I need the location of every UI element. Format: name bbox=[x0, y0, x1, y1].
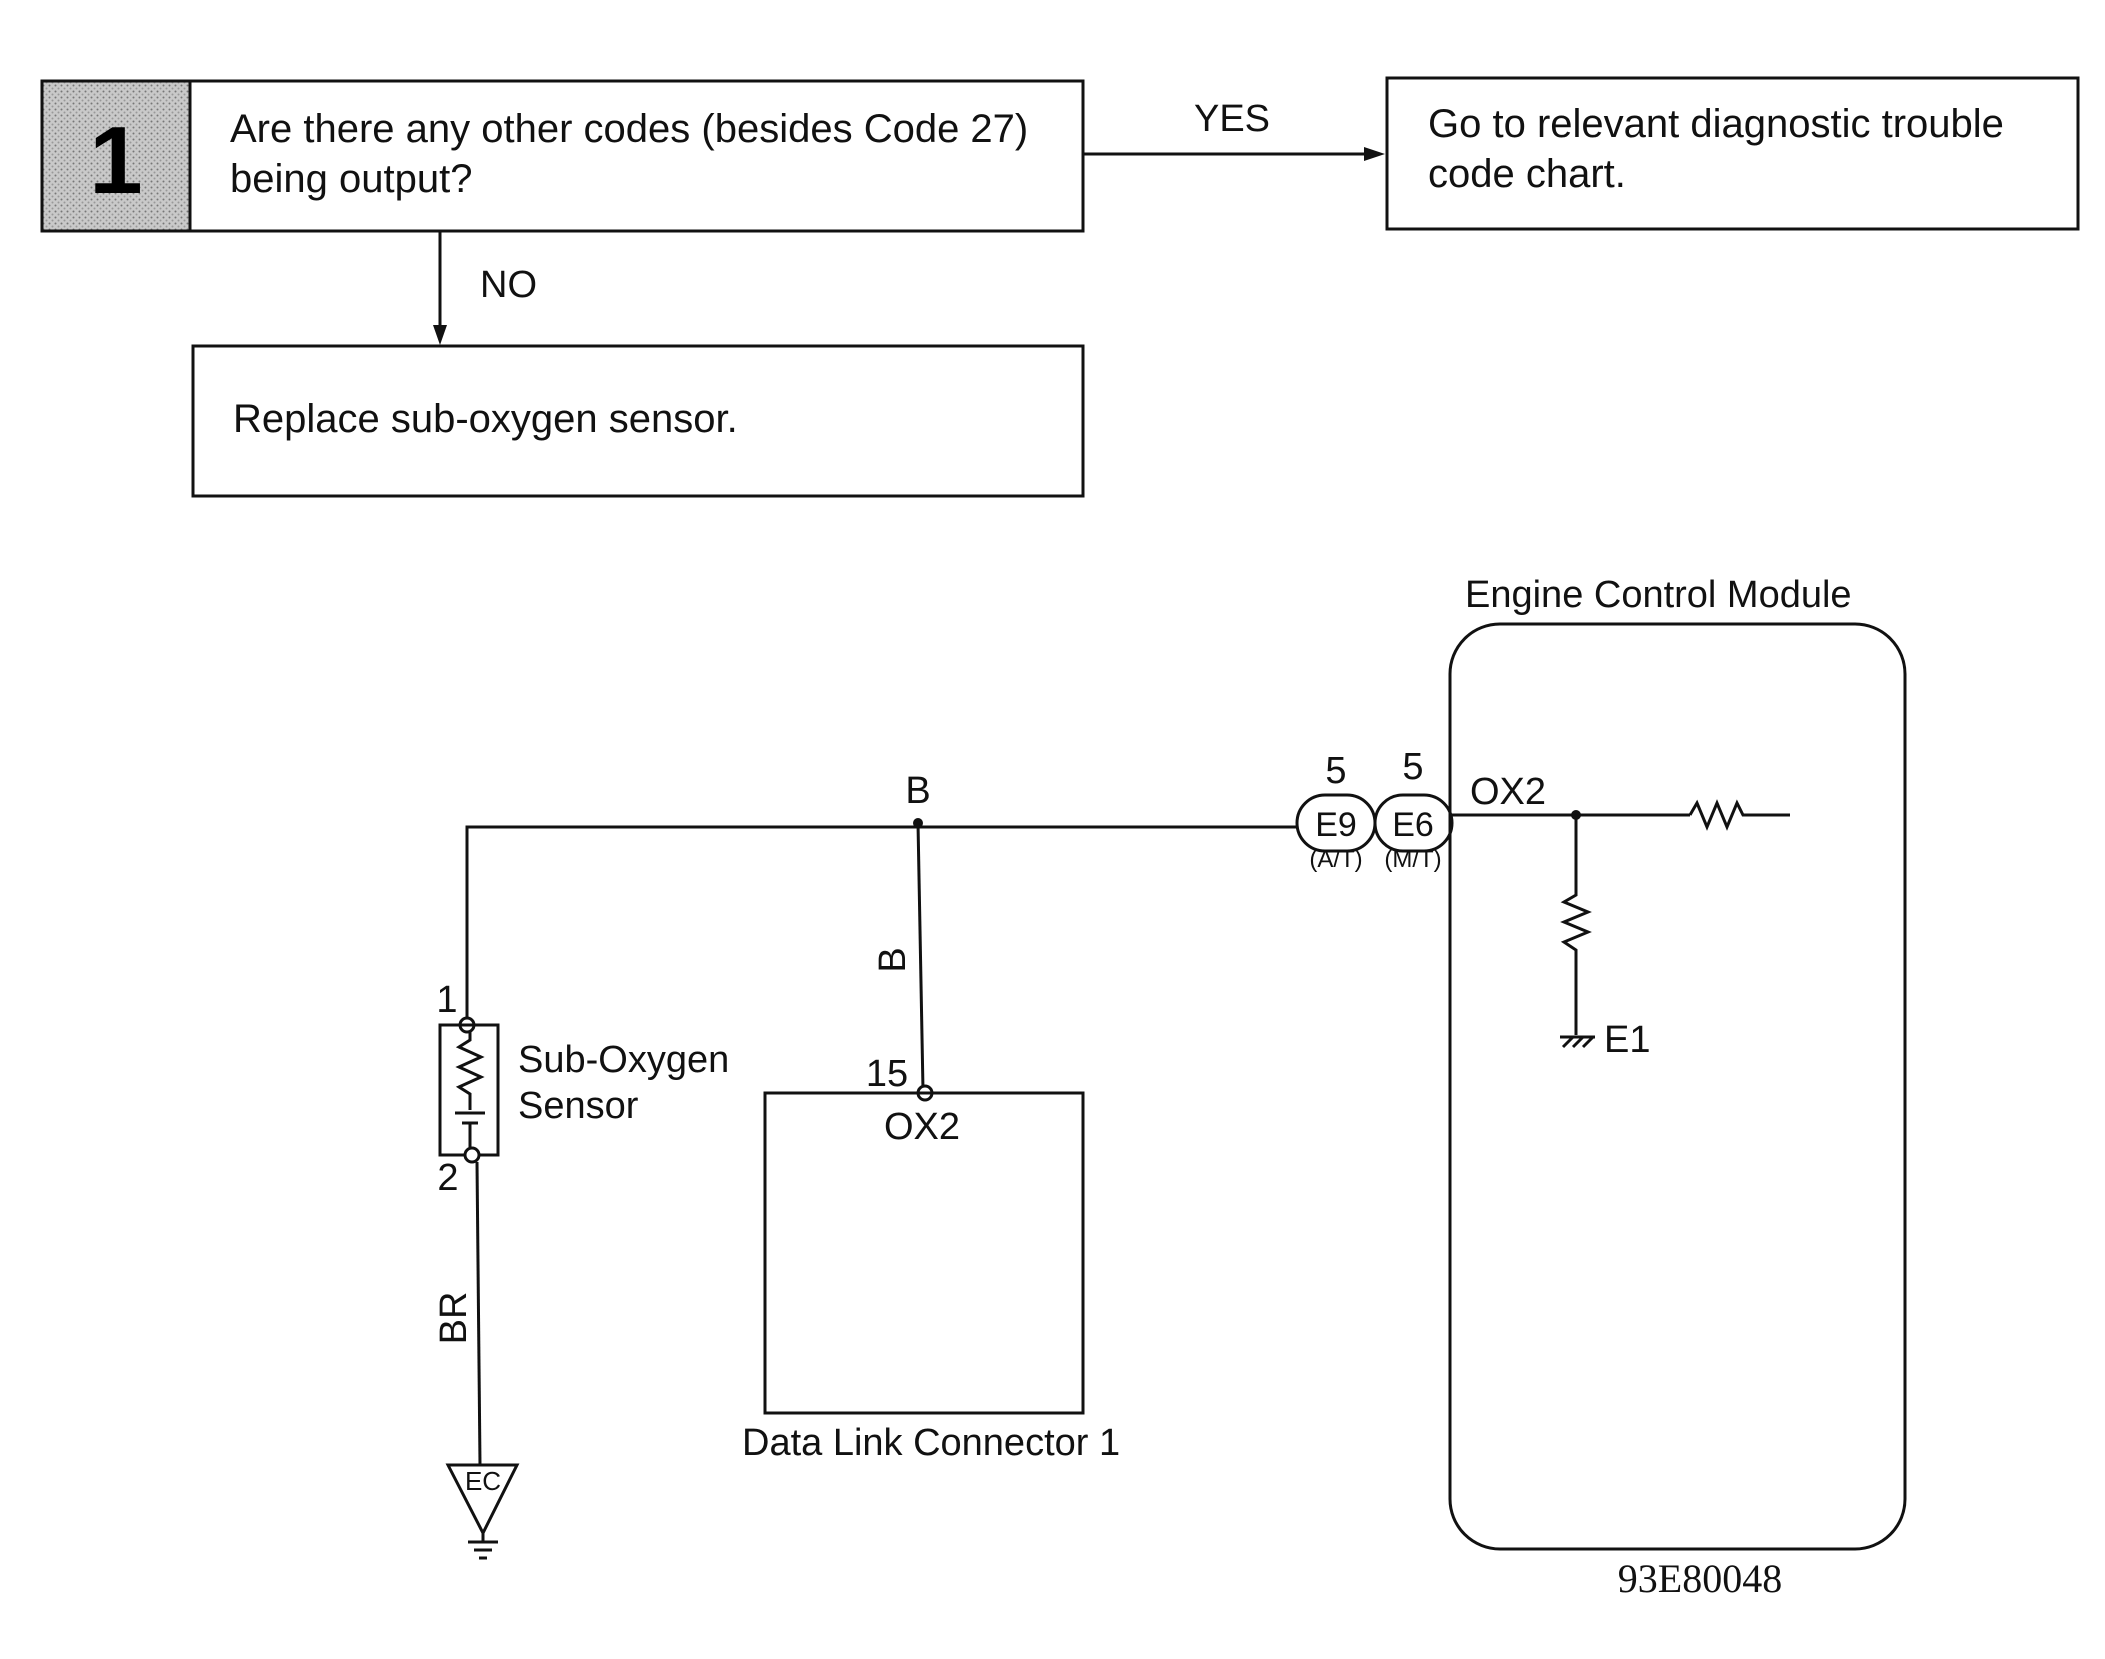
wire-br bbox=[475, 1161, 482, 1466]
wire-b-to-dlc bbox=[916, 822, 925, 1091]
sensor-name-line-2: Sensor bbox=[518, 1085, 639, 1127]
question-box bbox=[188, 79, 1085, 233]
step-number: 1 bbox=[89, 107, 142, 214]
no-result-text: Replace sub-oxygen sensor. bbox=[233, 397, 738, 441]
yes-label: YES bbox=[1194, 98, 1270, 140]
sensor-pin-2-label: 2 bbox=[437, 1157, 458, 1199]
ecm-pullup-resistor bbox=[1688, 799, 1790, 831]
no-result-box bbox=[191, 344, 1085, 498]
yes-arrowhead bbox=[1364, 147, 1385, 161]
sensor-heater-resistor bbox=[455, 1032, 485, 1110]
yes-result-line-1: Go to relevant diagnostic trouble bbox=[1428, 102, 2004, 146]
figure-code: 93E80048 bbox=[1618, 1556, 1782, 1601]
question-line-2: being output? bbox=[230, 157, 472, 201]
step-number-cell bbox=[40, 79, 192, 233]
sensor-pin-1-label: 1 bbox=[436, 979, 457, 1021]
ecm-vertical-resistor bbox=[1560, 815, 1592, 1035]
variant-at: (A/T) bbox=[1309, 846, 1362, 873]
dlc-pin-label: 15 bbox=[866, 1053, 908, 1095]
ecm-ground-label: E1 bbox=[1604, 1019, 1650, 1061]
ecm-title: Engine Control Module bbox=[1465, 574, 1852, 616]
wire-b-junction-label: B bbox=[905, 770, 930, 812]
dlc-terminal-label: OX2 bbox=[884, 1106, 960, 1148]
pin-e6: 5 bbox=[1402, 746, 1423, 788]
flowchart: 1 Are there any other codes (besides Cod… bbox=[40, 76, 2080, 498]
ground-ec-label: EC bbox=[465, 1466, 501, 1496]
ecm-ground-hatch bbox=[1581, 1035, 1595, 1049]
ecm-terminal-label: OX2 bbox=[1470, 771, 1546, 813]
connector-e6 bbox=[1373, 793, 1454, 853]
wire-b-vertical-label: B bbox=[872, 947, 914, 972]
ecm-ground-hatch bbox=[1571, 1035, 1585, 1049]
connector-e9-label: E9 bbox=[1315, 806, 1357, 844]
yes-result-line-2: code chart. bbox=[1428, 152, 1626, 196]
yes-result-box bbox=[1385, 76, 2080, 231]
ecm-box bbox=[1448, 622, 1907, 1551]
wiring-diagram: Engine Control Module B B E9 E6 5 5 (A/T… bbox=[433, 574, 1907, 1601]
ecm-ground-hatch bbox=[1561, 1035, 1575, 1049]
ground-ec-triangle bbox=[445, 1463, 520, 1537]
variant-mt: (M/T) bbox=[1384, 846, 1441, 873]
question-line-1: Are there any other codes (besides Code … bbox=[230, 107, 1028, 151]
dlc-name: Data Link Connector 1 bbox=[742, 1422, 1120, 1464]
no-label: NO bbox=[480, 264, 537, 306]
connector-e6-label: E6 bbox=[1392, 806, 1434, 844]
sensor-pin-2 bbox=[463, 1146, 481, 1164]
no-arrowhead bbox=[433, 325, 447, 345]
sensor-name-line-1: Sub-Oxygen bbox=[518, 1039, 729, 1081]
dlc-box bbox=[763, 1091, 1085, 1415]
wire-b-main bbox=[465, 825, 1297, 1018]
pin-e9: 5 bbox=[1325, 750, 1346, 792]
wire-br-label: BR bbox=[433, 1292, 475, 1345]
